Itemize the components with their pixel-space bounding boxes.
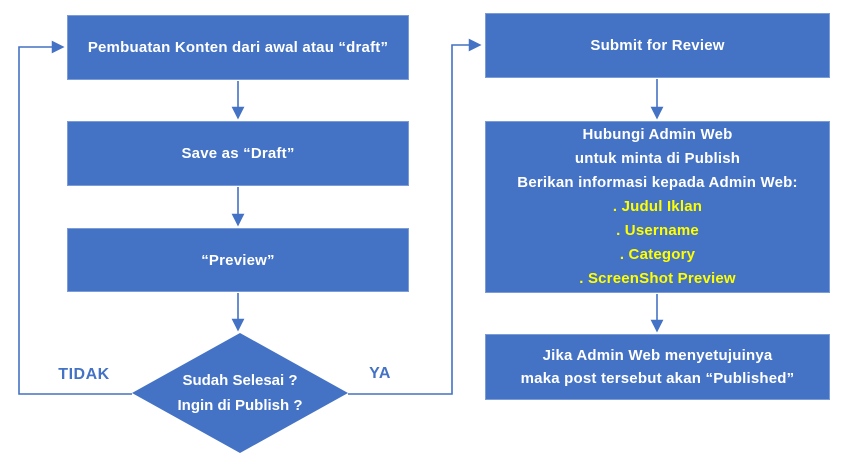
process-box-label: Submit for Review <box>590 37 725 54</box>
info-item-screenshot-preview: . ScreenShot Preview <box>579 270 736 287</box>
process-box-published: Jika Admin Web menyetujuinya maka post t… <box>485 334 830 400</box>
decision-diamond: Sudah Selesai ? Ingin di Publish ? <box>132 333 348 453</box>
branch-label-tidak: TIDAK <box>58 366 110 383</box>
published-line-2: maka post tersebut akan “Published” <box>520 370 795 387</box>
process-box-save-draft: Save as “Draft” <box>67 121 409 186</box>
branch-label-ya: YA <box>369 365 391 382</box>
process-box-hubungi-admin: Hubungi Admin Web untuk minta di Publish… <box>485 121 830 293</box>
arrow-tidak-loop <box>18 40 132 395</box>
info-line-2: untuk minta di Publish <box>574 150 741 167</box>
info-line-3: Berikan informasi kepada Admin Web: <box>517 174 798 191</box>
decision-line-2: Ingin di Publish ? <box>177 397 303 414</box>
info-item-username: . Username <box>616 222 699 239</box>
process-box-label: Save as “Draft” <box>181 145 295 162</box>
process-box-label: “Preview” <box>201 251 275 269</box>
arrow-ya-path <box>348 38 482 395</box>
process-box-pembuatan-konten: Pembuatan Konten dari awal atau “draft” <box>67 15 409 80</box>
process-box-preview: “Preview” <box>67 228 409 292</box>
process-box-submit-review: Submit for Review <box>485 13 830 78</box>
info-item-judul-iklan: . Judul Iklan <box>612 198 703 215</box>
published-line-1: Jika Admin Web menyetujuinya <box>542 347 773 364</box>
decision-line-1: Sudah Selesai ? <box>182 372 298 389</box>
process-box-label: Pembuatan Konten dari awal atau “draft” <box>87 39 389 56</box>
info-item-category: . Category <box>619 246 696 263</box>
info-line-1: Hubungi Admin Web <box>582 126 733 143</box>
